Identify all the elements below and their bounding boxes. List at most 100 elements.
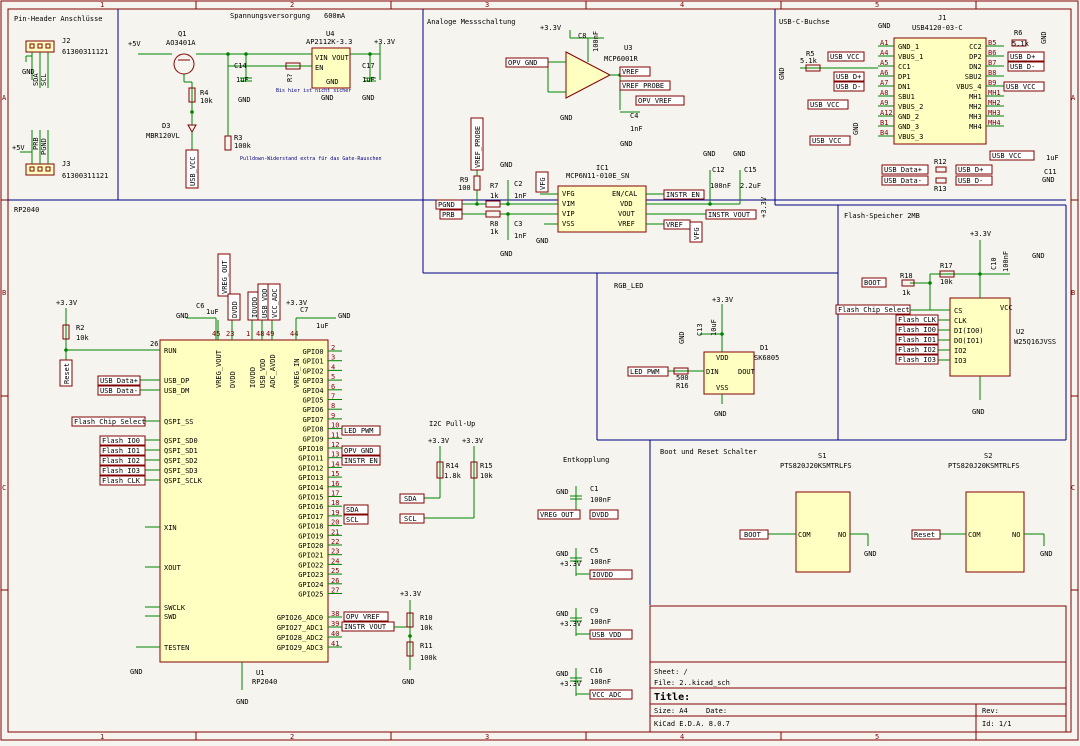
rp-gpio-pin: GPIO13 [298,474,323,482]
ic1-vip: VIP [562,210,575,218]
rp-gpio-num: 15 [331,470,339,478]
frame-row-left: A [2,94,7,102]
rp-top-pin: DVDD [229,371,237,388]
j1-right-num: B7 [988,59,996,67]
label-sda-rp: SDA [346,506,359,514]
d1-din: DIN [706,368,719,376]
j1-left-num: B1 [880,119,888,127]
rp-plus3v3-r2: +3.3V [56,299,78,307]
j1-left-num: A8 [880,89,888,97]
label-instr-en: INSTR_EN [666,191,700,199]
label-usb-dn: USB_D- [836,83,861,91]
rp-gpio-pin: GPIO24 [298,581,323,589]
j1-left-num: A7 [880,79,888,87]
rp-usb-dm: USB_DM [164,387,189,395]
decoupling-gnd: GND [556,488,569,496]
power-note-1: Bis hier ist nicht sicher [276,88,351,94]
c13-gnd: GND [678,331,686,344]
ic1-vout: VOUT [618,210,636,218]
ic1-plus3v3: +3.3V [760,196,768,218]
frame-col-bottom: 5 [875,733,879,741]
c7-ref: C7 [300,306,308,314]
ic1-vref: VREF [618,220,635,228]
ic1-vdd: VDD [620,200,633,208]
c15-ref: C15 [744,166,757,174]
decoupling-label: VREG_OUT [540,511,575,519]
j1-ref: J1 [938,14,946,22]
label-led-pwm-rgb: LED_PWM [630,368,660,376]
usb-gnd-top: GND [878,22,891,30]
j1-left-num: A12 [880,109,893,117]
rp-top-pin: IOVDD [249,367,257,388]
r10-resistor [406,612,414,628]
rp-qspi-ss: QSPI_SS [164,418,194,426]
r3-val: 100k [234,142,252,150]
rp-gpio-pin: GPIO15 [298,494,323,502]
rp-gpio-num: 6 [331,383,335,391]
ic1-vfg: VFG [562,190,575,198]
label-vcc-adc: VCC_ADC [271,288,279,318]
c7-val: 1uF [316,322,329,330]
label-flash-line: Flash_IO3 [898,356,936,364]
power-supply: +5V Q1 AO3401A U4 AP2112K-3.3 VIN VOUT E… [128,30,396,189]
rp-run: RUN [164,347,177,355]
decoupling-cap-val: 100nF [590,496,611,504]
rp-gpio-pin: GPIO17 [298,513,323,521]
usb-c-connector: J1 USB4120-03-C GND_1A1VBUS_1A4CC1A5DP1A… [778,14,1059,193]
label-vref-2: VREF [666,221,683,229]
rp-run-num: 26 [150,340,158,348]
u1-part: RP2040 [252,678,277,686]
c10-gnd: GND [1032,252,1045,260]
rp-gpio-num: 19 [331,509,339,517]
q1-part: AO3401A [166,39,196,47]
rp-top-num: 44 [290,330,298,338]
u2-pin: CS [954,307,962,315]
rp-adc-num: 40 [331,630,339,638]
section-boxes [8,9,1067,605]
r15-resistor [470,461,478,479]
label-boot-flash: BOOT [864,279,882,287]
r4-val: 10k [200,97,213,105]
rp-gpio-num: 7 [331,393,335,401]
r8-val: 1k [490,228,499,236]
label-rp-flash-line: Flash_IO1 [102,447,140,455]
label-led-pwm: LED_PWM [344,427,374,435]
c2-gnd: GND [500,161,513,169]
decoupling-cap-ref: C1 [590,485,598,493]
frame-col-top: 3 [485,1,489,9]
j1-right-num: B8 [988,69,996,77]
ic1-gnd: GND [536,237,549,245]
r17-val: 10k [940,278,953,286]
label-rp-flash-line: Flash_IO3 [102,467,140,475]
label-prb: PRB [442,211,455,219]
j1-right-pin: DP2 [969,53,982,61]
j1-right-pin: SBU2 [965,73,982,81]
j3-part: 61300311121 [62,172,108,180]
j1-left-pin: GND_3 [898,123,919,131]
j1-left-num: A9 [880,99,888,107]
rp-xin: XIN [164,524,177,532]
frame-row-right: B [1071,289,1075,297]
section-title-decoupling: Entkopplung [563,456,609,464]
rp-gpio-num: 16 [331,480,339,488]
rp-top-pin: ADC_AVDD [269,354,277,388]
rp-gpio-num: 4 [331,363,335,371]
j1-left-pin: GND_2 [898,113,919,121]
c6-val: 1uF [206,308,219,316]
s2-com: COM [968,531,981,539]
analog-circuit: +3.3V C8 100nF U3 MCP6001R OPV_GND VREF … [435,24,768,258]
label-usb-vdd: USB_VDD [261,288,269,318]
frame-row-right: C [1071,484,1075,492]
r11-gnd: GND [402,678,415,686]
rp-usb-dp: USB_DP [164,377,189,385]
rp-gpio-pin: GPIO3 [303,377,324,385]
tb-file: File: 2..kicad_sch [654,679,730,687]
rp-gpio-num: 23 [331,548,339,556]
s2-switch [965,491,1025,573]
rp-gpio-num: 3 [331,354,335,362]
s1-ref: S1 [818,452,826,460]
j1-right-pin: MH3 [969,113,982,121]
frame-row-left: B [2,289,6,297]
r16-ref: R16 [676,382,689,390]
